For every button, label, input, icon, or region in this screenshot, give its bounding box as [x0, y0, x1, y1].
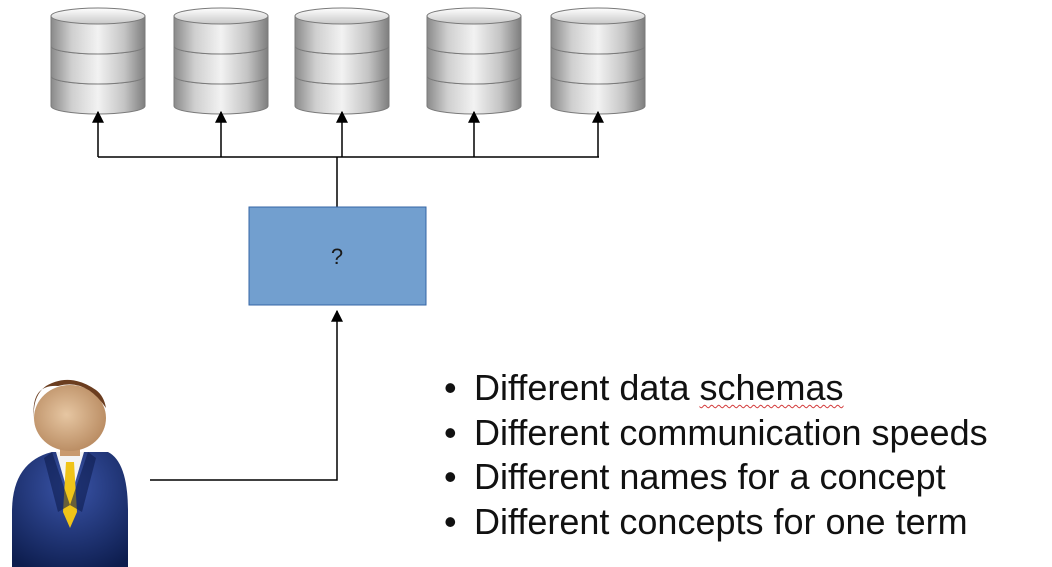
database-icon [426, 7, 522, 115]
spellcheck-flagged-word: schemas [699, 367, 844, 408]
bullet-item: Different communication speeds [444, 411, 988, 456]
bullet-item: Different data schemas [444, 366, 988, 411]
database-icon [173, 7, 269, 115]
connector-lines [98, 156, 599, 481]
bullet-list: Different data schemas Different communi… [444, 366, 988, 544]
bullet-item: Different names for a concept [444, 455, 988, 500]
bullet-item: Different concepts for one term [444, 500, 988, 545]
db-arrows [92, 110, 604, 157]
user-to-mediator-line [150, 309, 343, 481]
mediator-box [248, 206, 427, 306]
database-icon [294, 7, 390, 115]
mediator-label: ? [331, 244, 343, 269]
database-icon [50, 7, 146, 115]
businessman-icon [12, 379, 128, 567]
database-icon [550, 7, 646, 115]
